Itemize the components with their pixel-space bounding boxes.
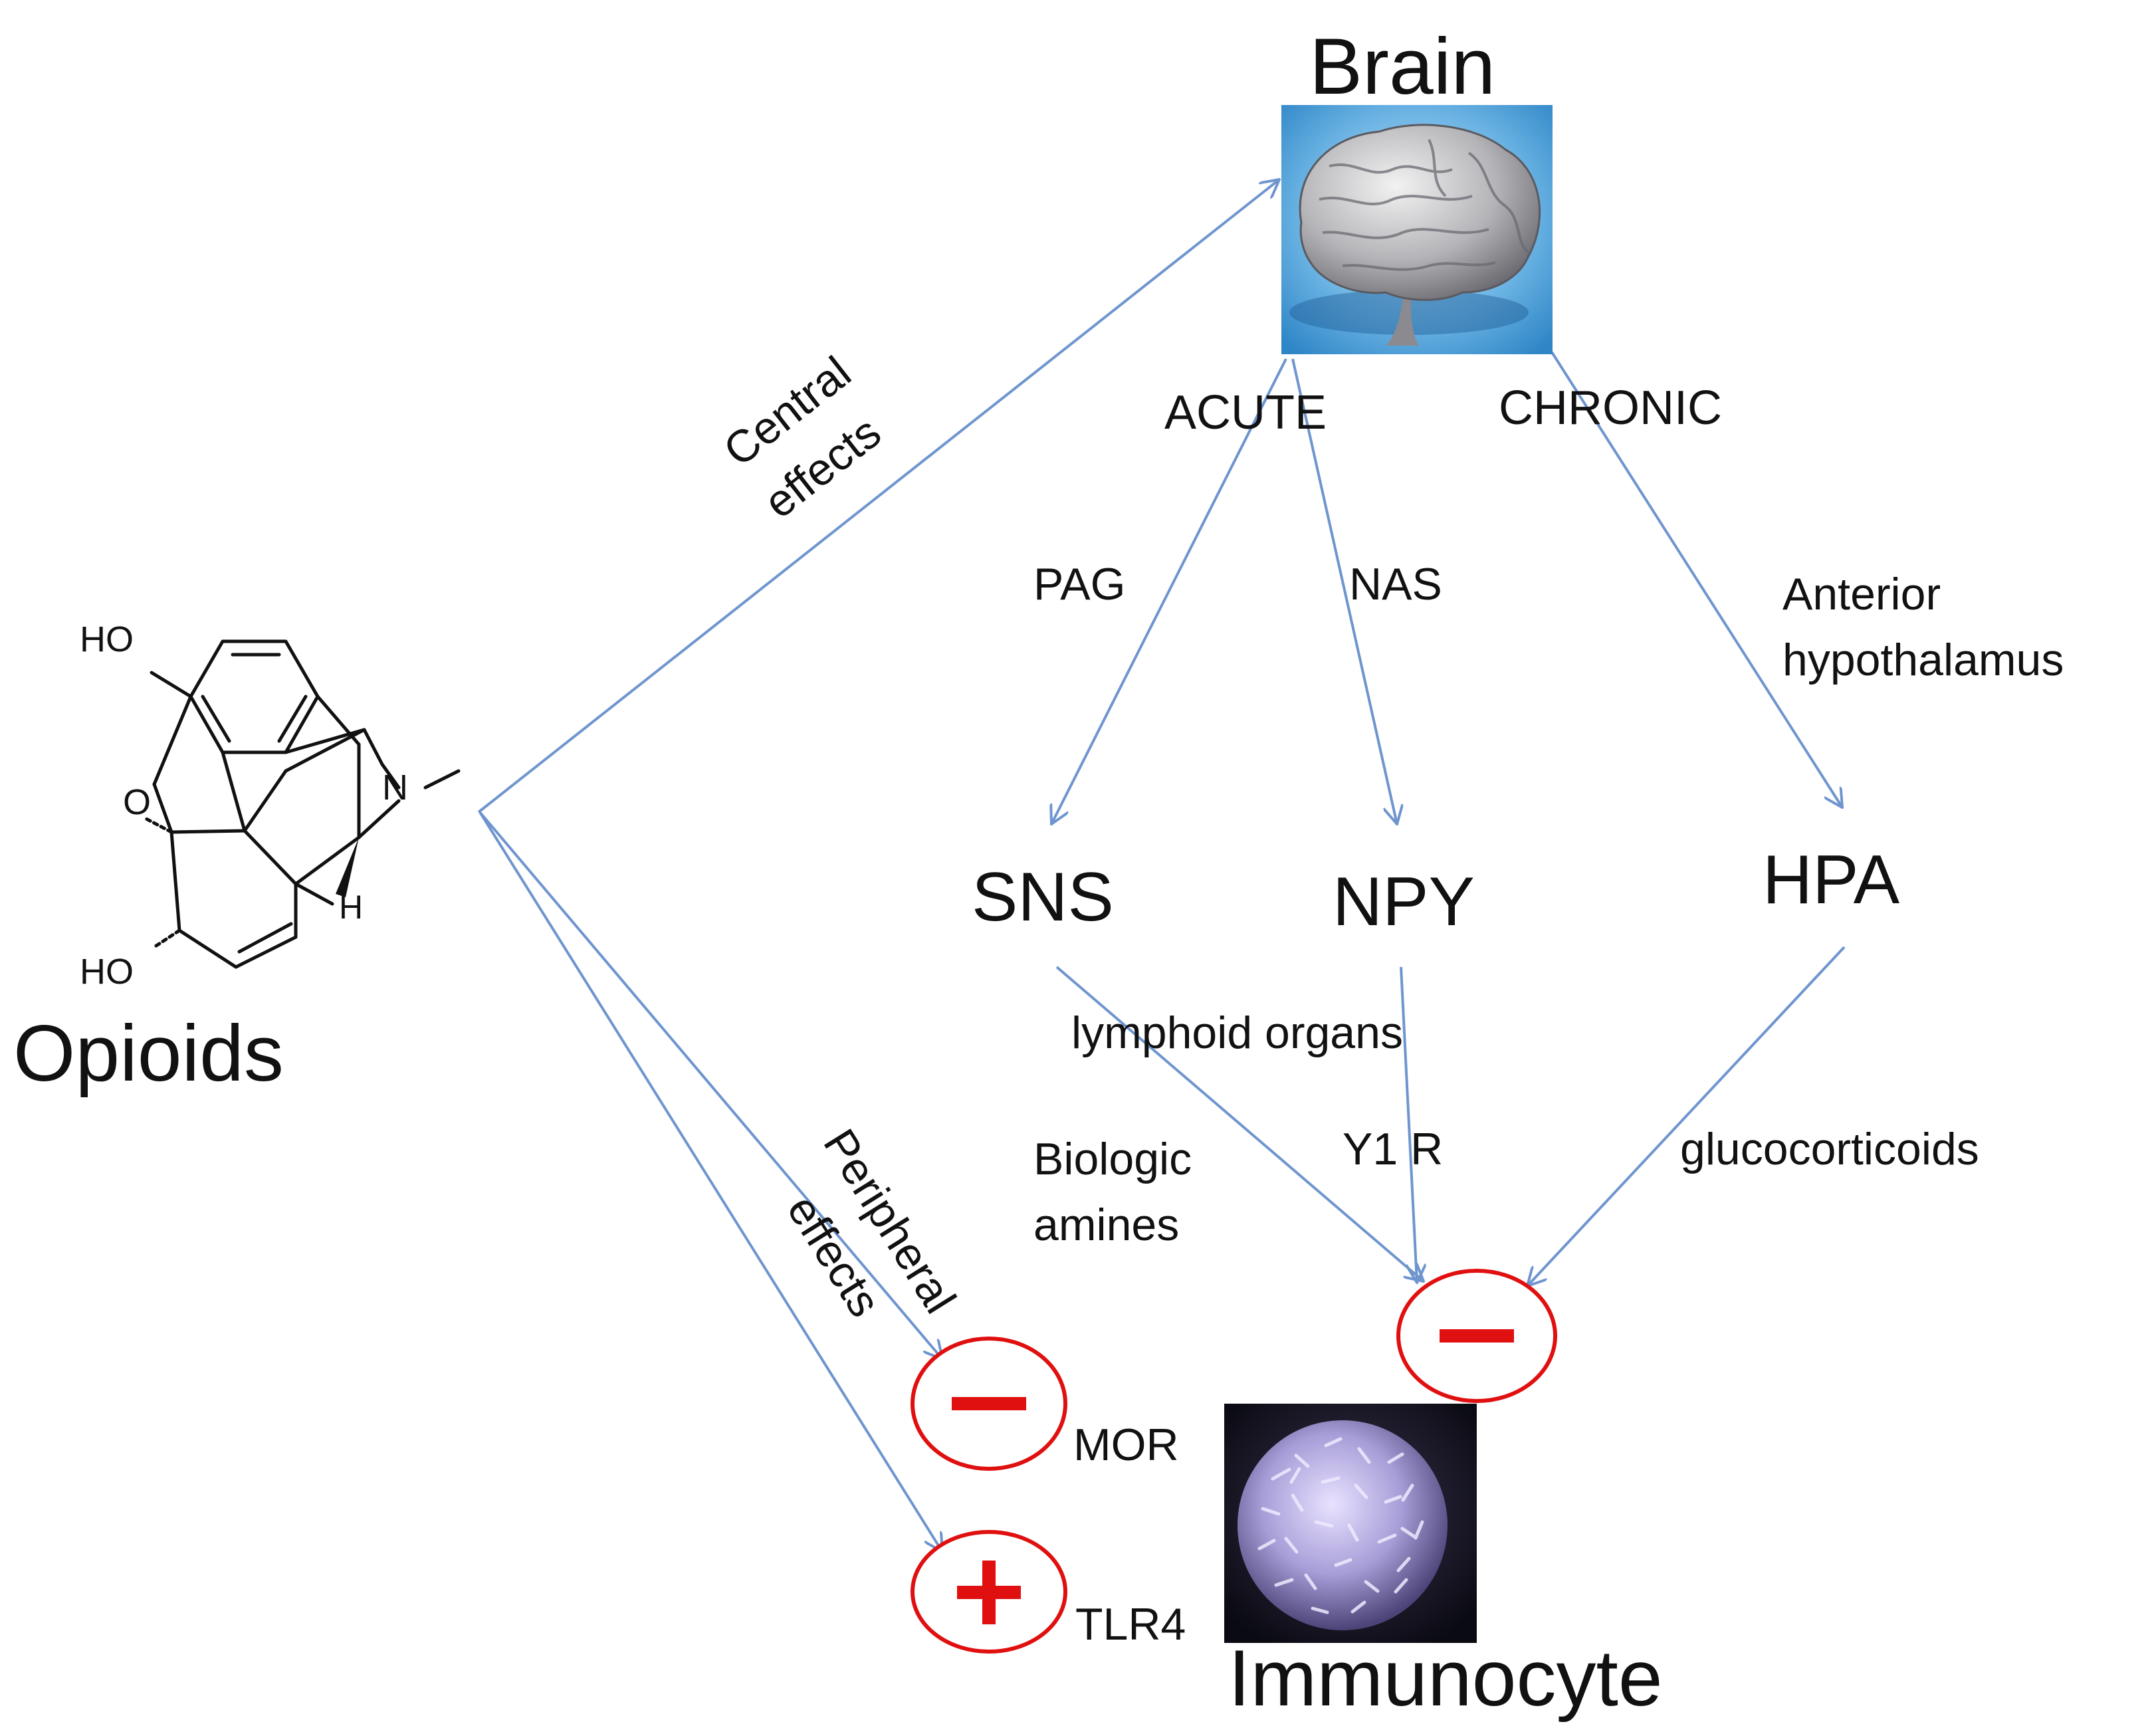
wedge-bond [336,837,359,897]
brain-image [1281,105,1553,354]
arrow-sns-to-immunocyte [1055,966,1424,1281]
tlr4-label: TLR4 [1075,1599,1186,1650]
nas-label: NAS [1349,559,1442,609]
hpa-label: HPA [1763,841,1900,918]
molecule-h-label: H [339,889,364,926]
opioids-label: Opioids [13,1009,284,1098]
immunocyte-minus-sign [1396,1269,1557,1403]
arrow-anterior-hypothalamus-to-hpa [1551,351,1842,808]
arrow-central-effects [477,179,1279,813]
immunocyte-image [1224,1404,1477,1643]
molecule-ho-top-label: HO [80,619,134,659]
immunocyte-label: Immunocyte [1228,1634,1663,1723]
mor-label: MOR [1073,1420,1179,1470]
molecule-o-label: O [123,782,152,822]
arrow-hpa-to-immunocyte [1527,946,1846,1286]
sns-label: SNS [972,859,1114,936]
arrow-pag-to-sns [1051,358,1287,824]
y1r-label: Y1 R [1343,1124,1444,1174]
arrow-nas-to-npy [1291,358,1397,824]
pag-label: PAG [1033,559,1126,609]
molecule-ho-bottom-label: HO [80,952,134,992]
anterior-hypothalamus-label: Anterior hypothalamus [1782,569,2064,685]
arrows [477,179,1846,1552]
lymphoid-organs-label: lymphoid organs [1071,1008,1403,1058]
mor-minus-sign [911,1337,1067,1471]
biologic-amines-label: Biologic amines [1033,1134,1192,1250]
molecule-n-label: N [382,768,408,808]
chronic-label: CHRONIC [1499,381,1722,435]
glucocorticoids-label: glucocorticoids [1680,1124,1979,1174]
npy-label: NPY [1333,863,1475,940]
arrow-peripheral-to-tlr4 [479,811,942,1552]
acute-label: ACUTE [1164,386,1327,439]
arrow-npy-to-immunocyte [1400,966,1417,1283]
arrow-peripheral-to-mor [479,811,942,1359]
brain-label: Brain [1309,22,1496,111]
morphine-structure [144,639,461,969]
tlr4-plus-sign [911,1530,1067,1654]
